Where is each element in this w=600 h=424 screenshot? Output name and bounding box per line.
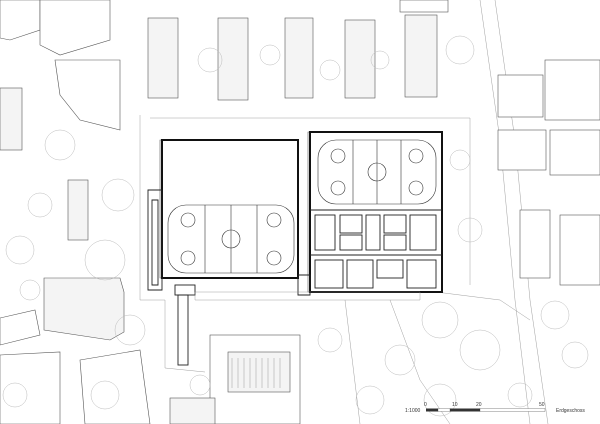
building-left-1 <box>0 0 41 41</box>
building-top-1 <box>147 17 179 99</box>
building-right-4 <box>549 129 600 176</box>
pool-lanes <box>231 358 281 388</box>
east-hall <box>307 131 443 293</box>
trees <box>2 35 589 417</box>
scale-tick-50: 50 <box>539 402 545 408</box>
building-top-6 <box>399 0 449 13</box>
east-hall-wall <box>309 131 443 293</box>
west-entrance <box>174 284 196 296</box>
service-rooms <box>310 209 442 289</box>
building-left-4 <box>0 87 23 151</box>
connector <box>297 274 311 296</box>
building-top-4 <box>344 19 376 99</box>
west-hall <box>159 139 299 279</box>
building-top-2 <box>217 17 249 101</box>
path-top <box>150 117 471 285</box>
building-left-2 <box>39 0 111 56</box>
building-right-3 <box>497 129 547 171</box>
scale-ratio: 1:1000 <box>405 408 421 414</box>
scale-tick-10: 10 <box>452 402 458 408</box>
scale-tick-0: 0 <box>424 402 427 408</box>
path-bottom-2 <box>389 299 451 424</box>
west-ramp <box>177 294 189 366</box>
path-bottom-3 <box>419 289 531 321</box>
rink-west <box>167 204 295 274</box>
scale-bar: 1:1000 0 10 20 50 Erdgeschoss <box>405 402 585 414</box>
building-left-3 <box>54 59 121 131</box>
building-top-3 <box>284 17 314 99</box>
south-canopy <box>194 291 421 301</box>
building-right-6 <box>559 214 600 286</box>
path-left <box>139 115 206 373</box>
building-left-5 <box>67 179 89 241</box>
street-edge-1 <box>479 0 531 424</box>
west-hall-annex <box>147 189 163 291</box>
arena-complex <box>147 131 443 366</box>
rink-east <box>317 139 437 205</box>
building-left-9 <box>79 349 151 424</box>
building-left-7 <box>0 309 41 346</box>
scale-tick-20: 20 <box>476 402 482 408</box>
building-right-2 <box>544 59 600 121</box>
building-top-5 <box>404 14 438 98</box>
building-right-1 <box>497 74 544 118</box>
path-bottom-1 <box>344 299 361 424</box>
floor-label: Erdgeschoss <box>556 408 585 414</box>
building-right-5 <box>519 209 551 279</box>
west-hall-corridor <box>151 199 159 286</box>
building-bottom-2 <box>169 397 216 424</box>
building-left-6 <box>43 277 125 341</box>
building-left-8 <box>0 351 61 424</box>
pool-building <box>227 351 291 393</box>
